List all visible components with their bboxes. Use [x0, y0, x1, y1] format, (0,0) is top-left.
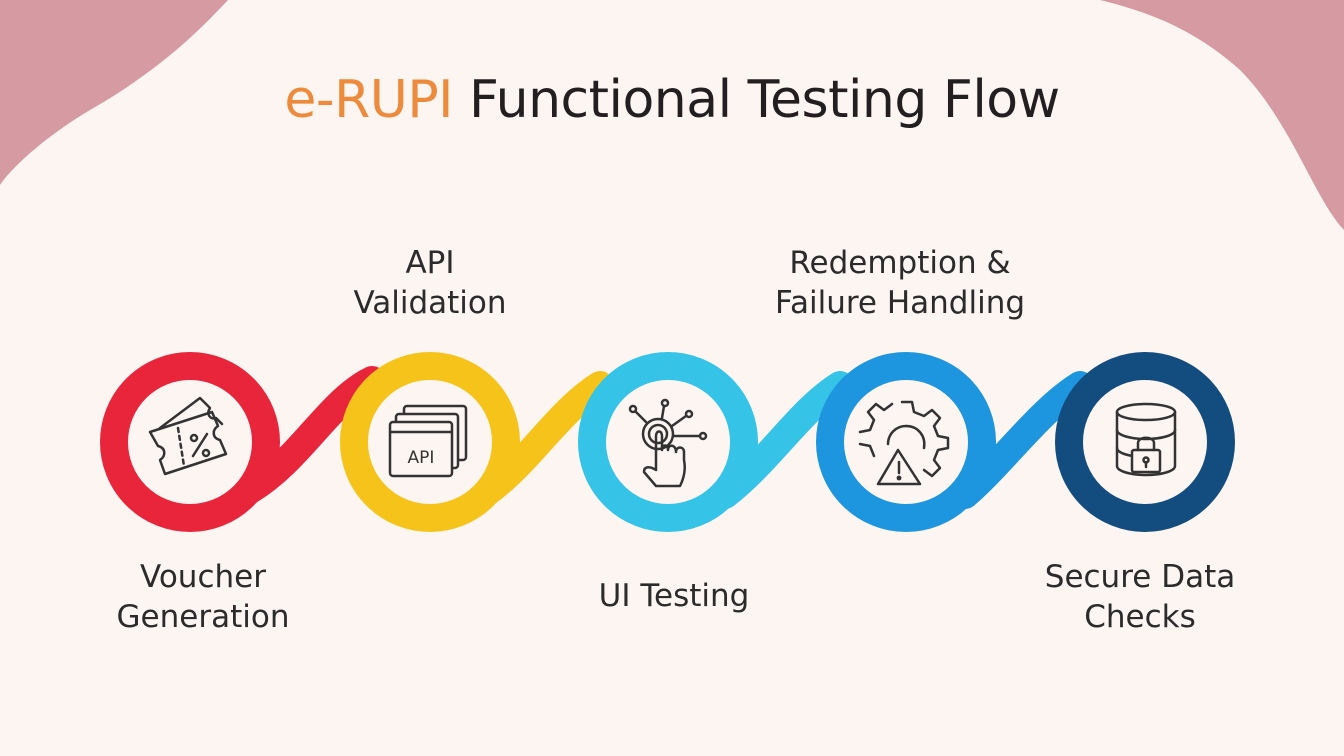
- step-2-line1: API: [405, 245, 455, 281]
- api-icon-text: API: [408, 448, 435, 468]
- database-lock-icon: [1115, 402, 1177, 477]
- touch-icon: [628, 398, 708, 488]
- step-ring-1: [100, 352, 280, 532]
- step-4-line1: Redemption &: [789, 245, 1011, 281]
- step-label-secure-data-checks: Secure Data Checks: [1035, 557, 1245, 637]
- step-5-line2: Checks: [1084, 599, 1196, 635]
- api-icon: API: [388, 404, 468, 478]
- voucher-icon: [148, 396, 228, 476]
- gear-warning-icon: [858, 400, 950, 486]
- title-main: Functional Testing Flow: [469, 70, 1060, 130]
- step-ring-4: [816, 352, 996, 532]
- step-3-line1: UI Testing: [598, 578, 750, 614]
- step-1-line1: Voucher: [140, 559, 266, 595]
- step-1-line2: Generation: [116, 599, 290, 635]
- step-2-line2: Validation: [353, 285, 507, 321]
- step-ring-3: [578, 352, 758, 532]
- title-accent: e-RUPI: [284, 70, 454, 130]
- step-label-voucher-generation: Voucher Generation: [103, 557, 303, 637]
- step-label-ui-testing: UI Testing: [574, 576, 774, 616]
- step-5-line1: Secure Data: [1044, 559, 1236, 595]
- page-title: e-RUPI Functional Testing Flow: [0, 70, 1344, 130]
- step-label-api-validation: API Validation: [330, 243, 530, 323]
- step-ring-5: [1055, 352, 1235, 532]
- step-label-redemption-failure: Redemption & Failure Handling: [755, 243, 1045, 323]
- step-4-line2: Failure Handling: [774, 285, 1026, 321]
